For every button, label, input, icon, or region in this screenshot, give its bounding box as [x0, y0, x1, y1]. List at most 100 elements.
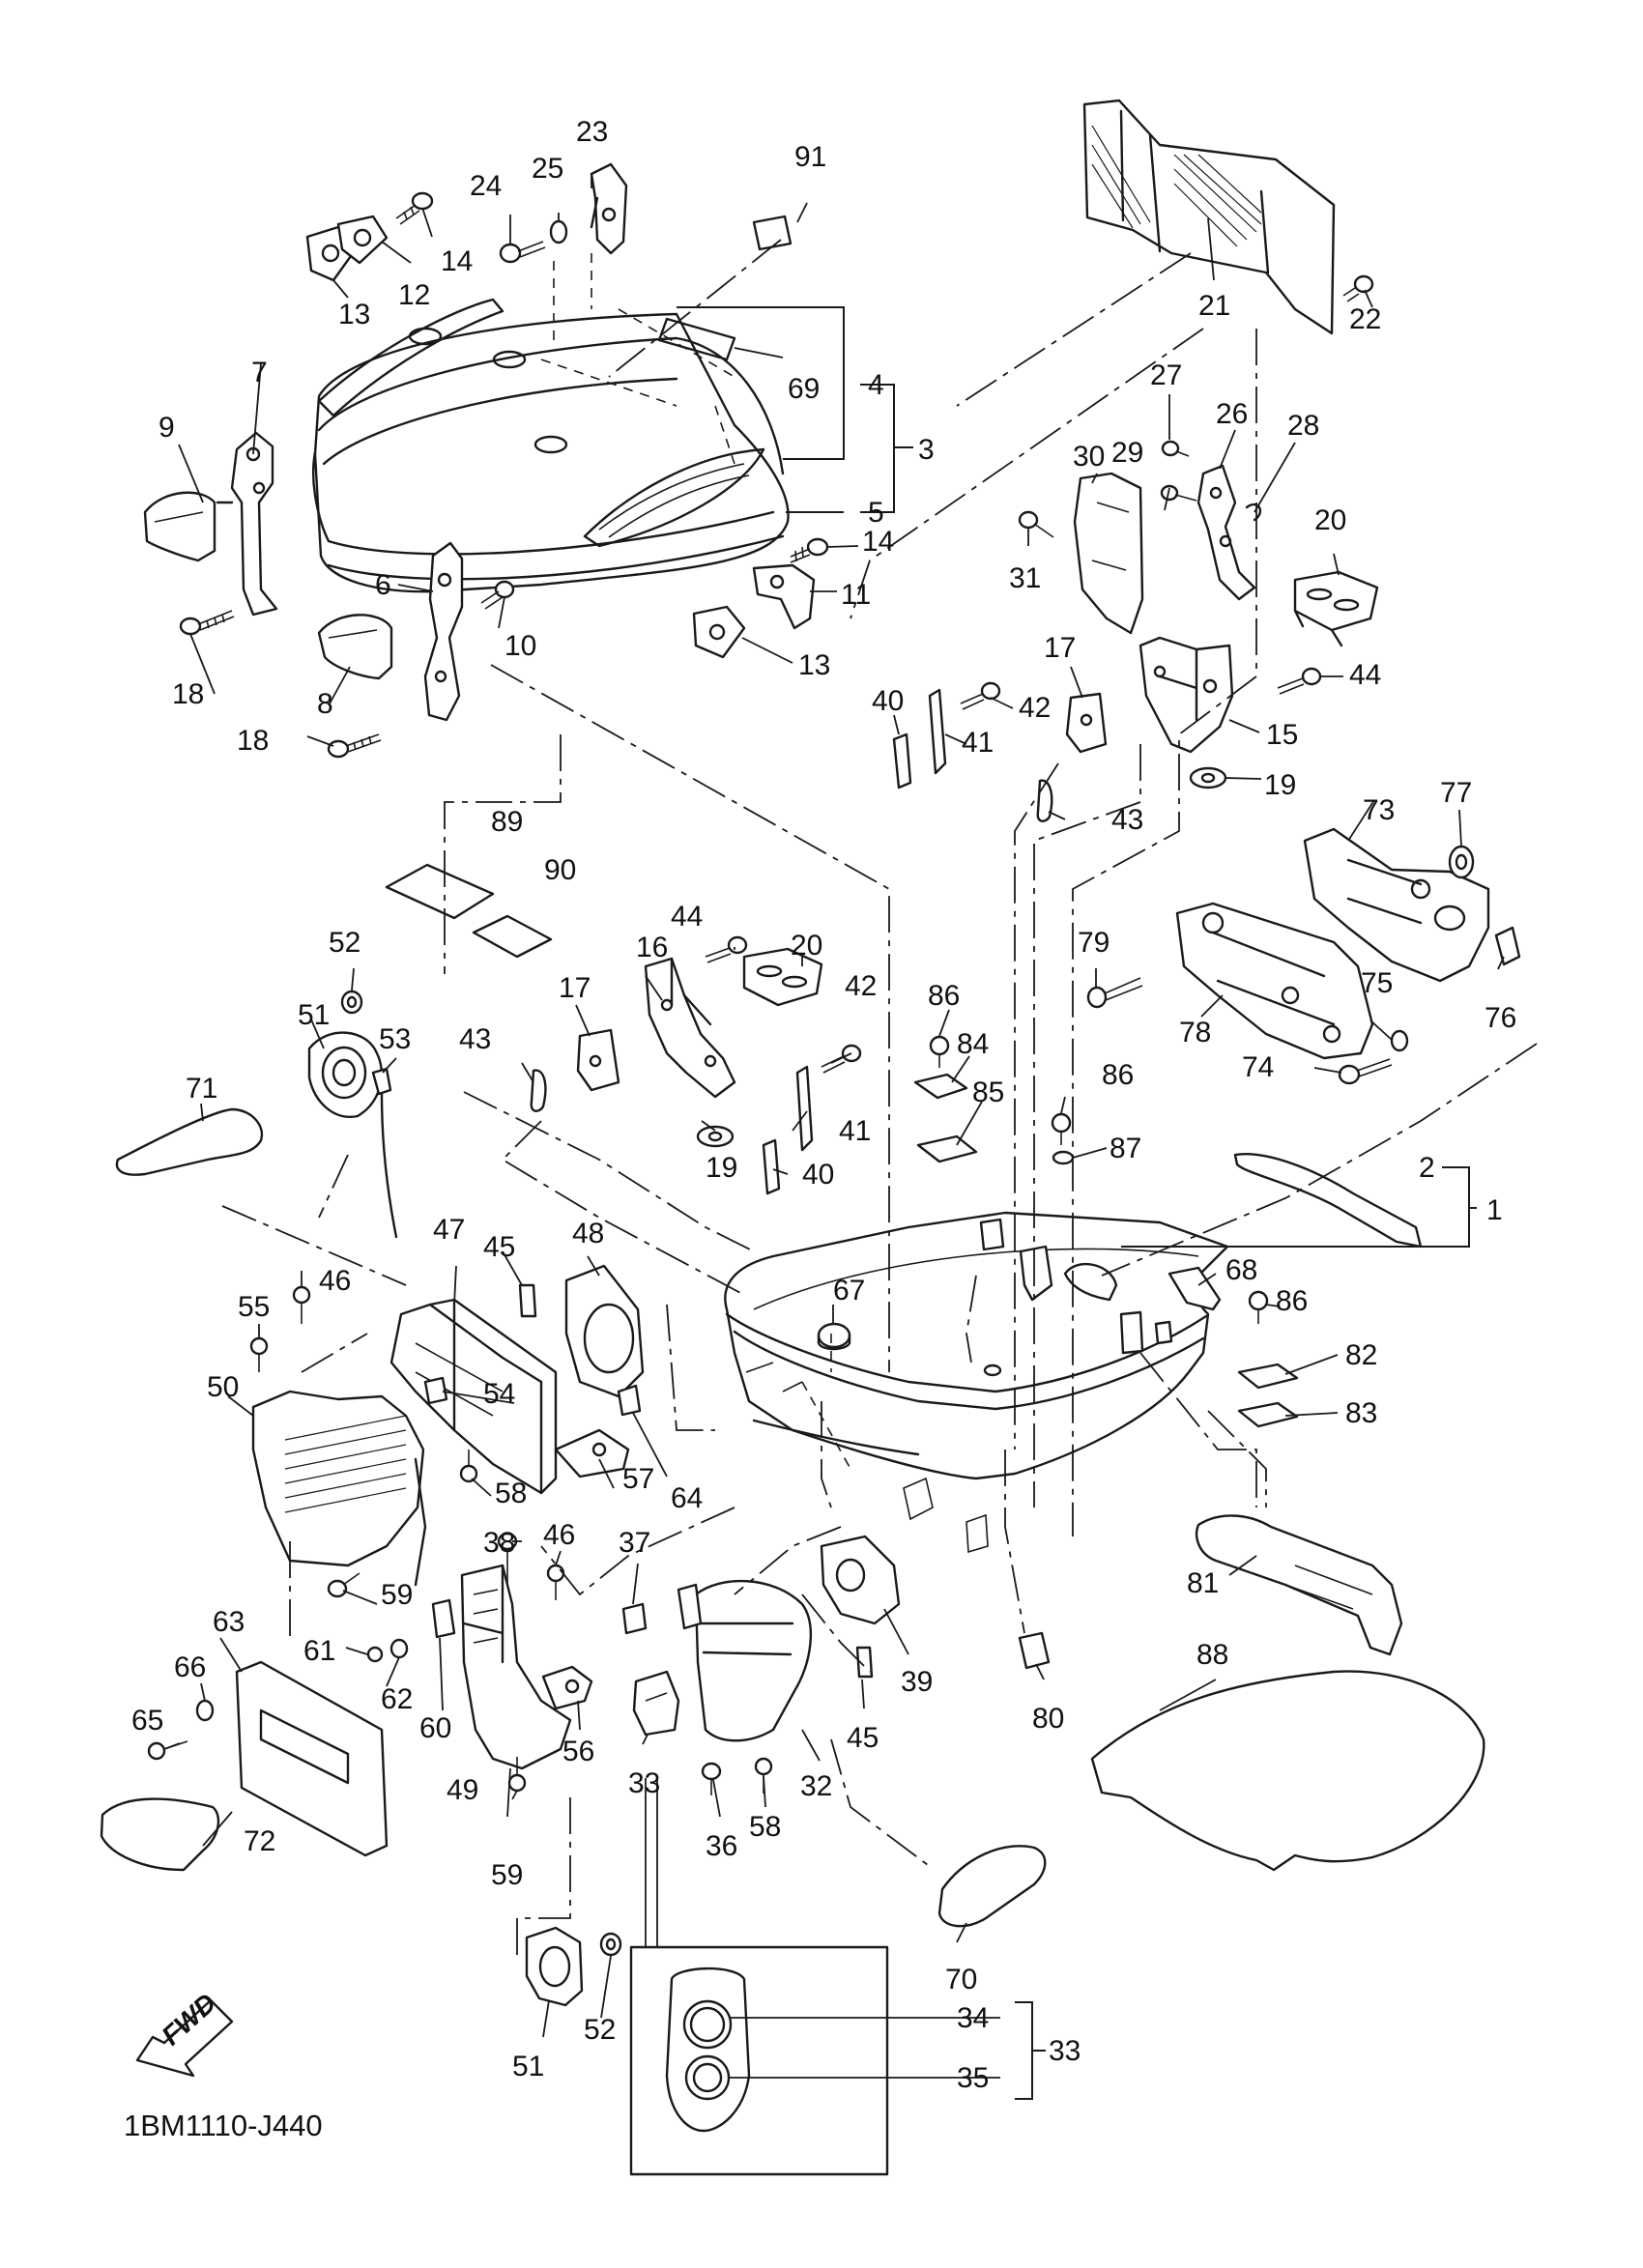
callout-32: 32 [800, 1770, 832, 1802]
bracket-39 [820, 1535, 901, 1625]
screw-61 [366, 1646, 384, 1663]
nut-76 [1494, 926, 1521, 966]
callout-4: 4 [868, 369, 884, 401]
callout-22: 22 [1349, 303, 1381, 335]
callout-19a: 19 [1264, 769, 1296, 801]
stay-81 [1195, 1514, 1403, 1656]
plate-40-41-upper [892, 688, 947, 789]
lid-hinge-center [423, 541, 464, 722]
callout-41b: 41 [839, 1115, 871, 1147]
callout-58b: 58 [749, 1811, 781, 1843]
callout-78: 78 [1179, 1017, 1211, 1048]
callout-85: 85 [972, 1077, 1004, 1108]
callout-10: 10 [504, 630, 536, 662]
callout-14a: 14 [441, 245, 473, 277]
callout-57: 57 [622, 1463, 654, 1495]
screw-38 [497, 1532, 518, 1585]
callout-43b: 43 [459, 1023, 491, 1055]
callout-67: 67 [833, 1275, 865, 1306]
callout-86a: 86 [928, 980, 960, 1012]
callout-44a: 44 [1349, 659, 1381, 691]
screw-27-29 [1160, 440, 1197, 502]
washer-19-lower [696, 1125, 735, 1148]
cover-30 [1073, 472, 1144, 635]
assembly-brackets [677, 306, 1477, 2100]
callout-13b: 13 [798, 649, 830, 681]
screw-18-lower [327, 733, 382, 759]
callout-26: 26 [1216, 398, 1248, 430]
screw-36 [701, 1762, 722, 1795]
callout-55: 55 [238, 1291, 270, 1323]
strip-43-lower [530, 1069, 547, 1112]
callout-75: 75 [1361, 967, 1393, 999]
lock-bracket-15 [1139, 636, 1234, 754]
callout-58a: 58 [495, 1478, 527, 1509]
callout-83: 83 [1345, 1397, 1377, 1429]
strip-43-upper [1036, 779, 1053, 822]
clip-54 [423, 1376, 448, 1405]
reflector-68 [1167, 1266, 1222, 1311]
callout-72: 72 [244, 1825, 275, 1857]
callout-77: 77 [1440, 777, 1472, 809]
callout-50: 50 [207, 1371, 239, 1403]
callout-8: 8 [317, 688, 333, 720]
screw-14-lower [790, 537, 829, 563]
callout-38: 38 [483, 1527, 515, 1559]
bolt-74 [1338, 1058, 1393, 1085]
speaker-bracket-49 [460, 1564, 572, 1770]
hidden-lines [540, 253, 851, 1470]
callout-48: 48 [572, 1218, 604, 1249]
callout-9: 9 [159, 412, 175, 444]
callout-35: 35 [957, 2062, 989, 2094]
callout-80: 80 [1032, 1703, 1064, 1735]
callout-23: 23 [576, 116, 608, 148]
speaker-box-32 [677, 1579, 812, 1742]
reflector-plate-63 [235, 1660, 389, 1857]
bolt-24 [499, 241, 546, 264]
callout-87: 87 [1110, 1133, 1141, 1164]
callout-labels: 1 2 3 4 5 6 7 8 9 10 11 12 13 13 14 14 1… [131, 116, 1516, 2094]
phantom-lines [221, 239, 1538, 1957]
callout-1: 1 [1486, 1194, 1503, 1226]
callout-62: 62 [381, 1683, 413, 1715]
reflector-72 [100, 1797, 220, 1872]
box-body [724, 1211, 1229, 1554]
diagram-code: 1BM1110-J440 [124, 2109, 323, 2142]
callout-27: 27 [1150, 359, 1182, 391]
callout-91: 91 [794, 141, 826, 173]
striker-plate-12-13 [305, 215, 389, 282]
callout-34: 34 [957, 2002, 989, 2034]
callout-66: 66 [174, 1651, 206, 1683]
screw-44-upper [1277, 667, 1322, 695]
backrest-pad-21 [1082, 99, 1336, 335]
callout-17a: 17 [1044, 632, 1076, 664]
callout-43a: 43 [1111, 804, 1143, 836]
callout-68: 68 [1225, 1254, 1257, 1286]
mat-88 [1090, 1670, 1485, 1872]
callout-13a: 13 [338, 299, 370, 330]
callout-45a: 45 [483, 1231, 515, 1263]
label-sticker-90 [472, 914, 553, 959]
callout-74: 74 [1242, 1051, 1274, 1083]
nut-52-lower [599, 1932, 622, 1957]
callout-73: 73 [1363, 794, 1395, 826]
switch-detail-inset [629, 1945, 889, 2176]
callout-28: 28 [1287, 410, 1319, 442]
speaker-51-lower [525, 1926, 584, 2007]
handle-71 [115, 1107, 264, 1176]
bracket-57 [554, 1428, 630, 1479]
callout-86b: 86 [1102, 1059, 1134, 1091]
callout-56: 56 [562, 1736, 594, 1767]
screw-58-upper [459, 1450, 478, 1483]
switch-33 [632, 1670, 680, 1737]
bracket-56 [541, 1665, 593, 1710]
callout-7: 7 [251, 357, 268, 388]
callout-44b: 44 [671, 901, 703, 933]
nut-52-upper [340, 990, 363, 1015]
callout-14b: 14 [862, 526, 894, 558]
callout-37: 37 [619, 1527, 650, 1559]
callout-47: 47 [433, 1214, 465, 1246]
handle-70 [937, 1845, 1047, 1928]
callout-79: 79 [1078, 927, 1110, 959]
screw-59-upper [327, 1572, 360, 1598]
